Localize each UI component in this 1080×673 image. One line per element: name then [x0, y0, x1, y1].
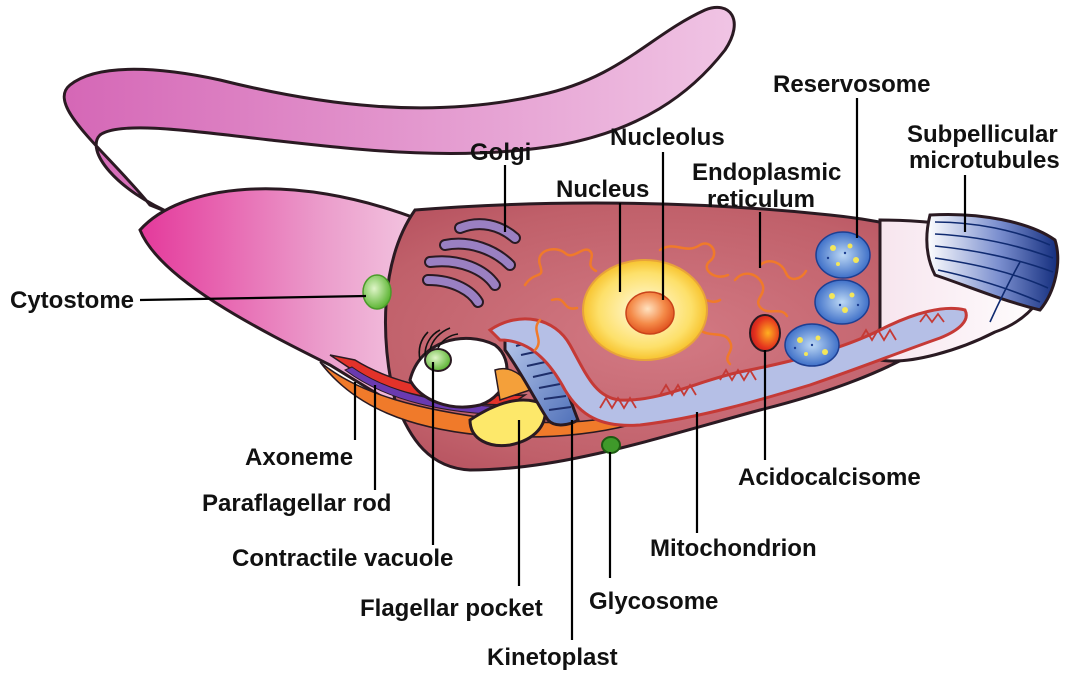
cytostome	[363, 275, 391, 309]
nucleolus	[626, 292, 674, 334]
contractile-vacuole	[425, 349, 451, 371]
label-subpellicular-1: Subpellicular	[907, 121, 1058, 148]
label-contractile-vacuole: Contractile vacuole	[232, 545, 453, 572]
label-reservosome: Reservosome	[773, 71, 930, 98]
label-paraflagellar-rod: Paraflagellar rod	[202, 490, 391, 517]
glycosome	[602, 437, 620, 453]
label-golgi: Golgi	[470, 139, 531, 166]
label-axoneme: Axoneme	[245, 444, 353, 471]
label-er-1: Endoplasmic	[692, 159, 841, 186]
label-flagellar-pocket: Flagellar pocket	[360, 595, 543, 622]
label-glycosome: Glycosome	[589, 588, 718, 615]
label-mitochondrion: Mitochondrion	[650, 535, 817, 562]
label-nucleolus: Nucleolus	[610, 124, 725, 151]
label-kinetoplast: Kinetoplast	[487, 644, 618, 671]
label-nucleus: Nucleus	[556, 176, 649, 203]
label-er-2: reticulum	[707, 186, 815, 213]
label-cytostome: Cytostome	[10, 287, 134, 314]
acidocalcisome	[750, 315, 780, 351]
label-subpellicular-2: microtubules	[909, 147, 1060, 174]
label-acidocalcisome: Acidocalcisome	[738, 464, 921, 491]
